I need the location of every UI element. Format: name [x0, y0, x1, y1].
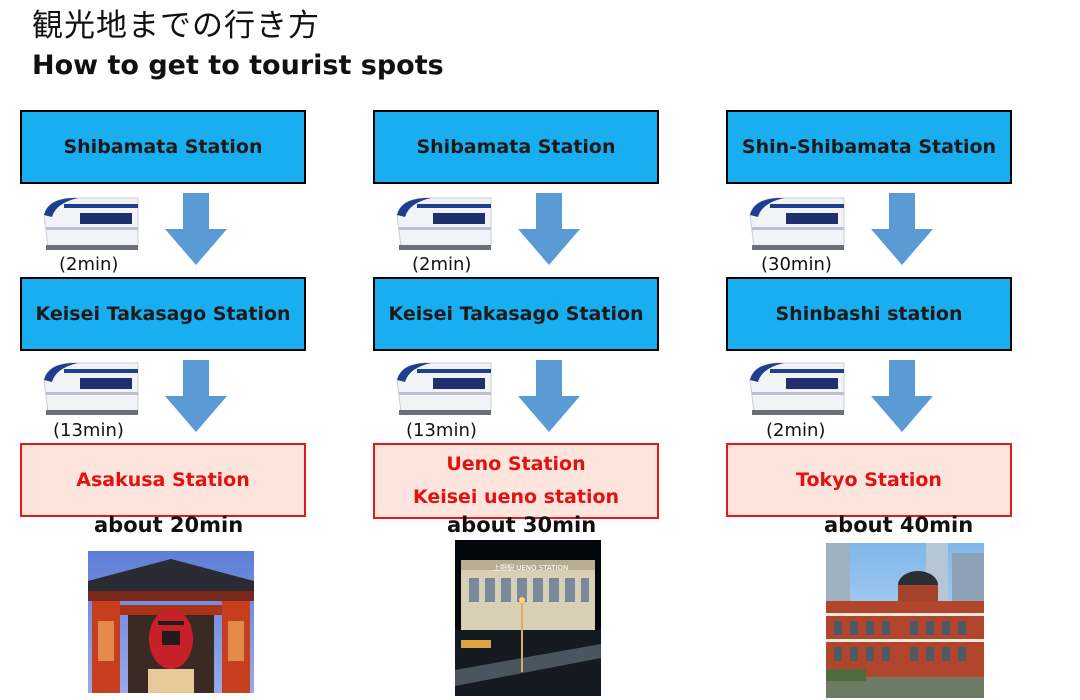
down-arrow-icon: [871, 193, 933, 265]
train-icon: [396, 197, 492, 250]
train-icon: [43, 197, 139, 250]
destination-box: Ueno Station Keisei ueno station: [373, 443, 659, 519]
station-sign-text: 上野駅 UENO STATION: [493, 563, 568, 572]
page-title-english: How to get to tourist spots: [32, 50, 444, 81]
tokyo-station-photo: [826, 543, 984, 698]
down-arrow-icon: [165, 360, 227, 432]
start-station-label: Shibamata Station: [416, 136, 616, 158]
down-arrow-icon: [518, 193, 580, 265]
ueno-station-photo: 上野駅 UENO STATION: [455, 540, 601, 696]
route-column-ueno: Shibamata Station (2min) Keisei Takasago…: [373, 0, 663, 700]
leg1-duration: (2min): [59, 254, 119, 275]
total-travel-time: about 20min: [94, 513, 244, 537]
asakusa-kaminarimon-photo: [88, 551, 254, 693]
down-arrow-icon: [165, 193, 227, 265]
leg2-duration: (13min): [406, 420, 477, 441]
leg1-duration: (30min): [761, 254, 832, 275]
transfer-station-box: Keisei Takasago Station: [373, 277, 659, 351]
transfer-station-box: Keisei Takasago Station: [20, 277, 306, 351]
transfer-station-label: Shinbashi station: [775, 303, 963, 325]
destination-box: Tokyo Station: [726, 443, 1012, 517]
leg2-duration: (2min): [766, 420, 826, 441]
destination-box: Asakusa Station: [20, 443, 306, 517]
start-station-label: Shin-Shibamata Station: [741, 136, 997, 158]
destination-label: Tokyo Station: [796, 468, 942, 491]
down-arrow-icon: [518, 360, 580, 432]
start-station-box: Shibamata Station: [20, 110, 306, 184]
down-arrow-icon: [871, 360, 933, 432]
total-travel-time: about 40min: [824, 513, 974, 537]
transfer-station-label: Keisei Takasago Station: [35, 303, 291, 325]
leg2-duration: (13min): [53, 420, 124, 441]
train-icon: [396, 362, 492, 415]
start-station-box: Shin-Shibamata Station: [726, 110, 1012, 184]
route-column-asakusa: Shibamata Station (2min) Keisei Takasago…: [20, 0, 310, 700]
train-icon: [749, 197, 845, 250]
leg1-duration: (2min): [412, 254, 472, 275]
transfer-station-box: Shinbashi station: [726, 277, 1012, 351]
start-station-box: Shibamata Station: [373, 110, 659, 184]
destination-label: Ueno Station: [446, 453, 586, 475]
train-icon: [749, 362, 845, 415]
transfer-station-label: Keisei Takasago Station: [388, 303, 644, 325]
start-station-label: Shibamata Station: [63, 136, 263, 158]
total-travel-time: about 30min: [447, 513, 597, 537]
destination-label-secondary: Keisei ueno station: [412, 486, 620, 508]
train-icon: [43, 362, 139, 415]
page-title-japanese: 観光地までの行き方: [32, 8, 320, 44]
route-column-tokyo: Shin-Shibamata Station (30min) Shinbashi…: [726, 0, 1016, 700]
destination-label: Asakusa Station: [76, 468, 250, 491]
